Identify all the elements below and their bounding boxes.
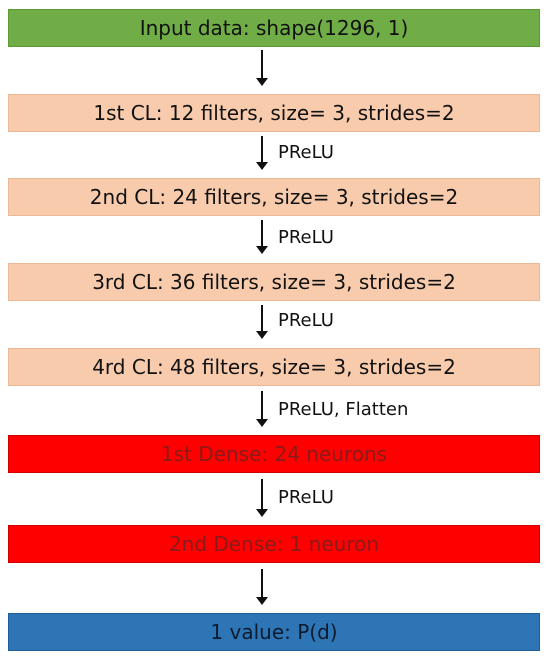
- edge-label-conv4-dense1: PReLU, Flatten: [278, 399, 409, 420]
- output-layer-box: 1 value: P(d): [8, 613, 540, 651]
- arrow-dense1-to-dense2: [256, 479, 268, 517]
- edge-label-conv3-conv4: PReLU: [278, 310, 334, 331]
- dense1-layer-label: 1st Dense: 24 neurons: [160, 442, 388, 466]
- arrow-conv4-to-dense1: [256, 391, 268, 427]
- edge-label-conv1-conv2: PReLU: [278, 142, 334, 163]
- arrow-conv3-to-conv4: [256, 305, 268, 339]
- conv4-layer-label: 4rd CL: 48 filters, size= 3, strides=2: [92, 355, 456, 379]
- dense1-layer-box: 1st Dense: 24 neurons: [8, 435, 540, 473]
- conv4-layer-box: 4rd CL: 48 filters, size= 3, strides=2: [8, 348, 540, 386]
- edge-label-dense1-dense2: PReLU: [278, 487, 334, 508]
- conv3-layer-box: 3rd CL: 36 filters, size= 3, strides=2: [8, 263, 540, 301]
- input-layer-label: Input data: shape(1296, 1): [139, 16, 409, 40]
- conv2-layer-label: 2nd CL: 24 filters, size= 3, strides=2: [89, 185, 459, 209]
- arrow-conv1-to-conv2: [256, 136, 268, 170]
- arrow-conv2-to-conv3: [256, 220, 268, 254]
- output-layer-label: 1 value: P(d): [210, 620, 338, 644]
- dense2-layer-box: 2nd Dense: 1 neuron: [8, 525, 540, 563]
- arrow-input-to-conv1: [256, 50, 268, 86]
- dense2-layer-label: 2nd Dense: 1 neuron: [168, 532, 380, 556]
- edge-label-conv2-conv3: PReLU: [278, 227, 334, 248]
- conv2-layer-box: 2nd CL: 24 filters, size= 3, strides=2: [8, 178, 540, 216]
- conv3-layer-label: 3rd CL: 36 filters, size= 3, strides=2: [92, 270, 456, 294]
- input-layer-box: Input data: shape(1296, 1): [8, 9, 540, 47]
- conv1-layer-label: 1st CL: 12 filters, size= 3, strides=2: [93, 101, 455, 125]
- conv1-layer-box: 1st CL: 12 filters, size= 3, strides=2: [8, 94, 540, 132]
- arrow-dense2-to-output: [256, 569, 268, 605]
